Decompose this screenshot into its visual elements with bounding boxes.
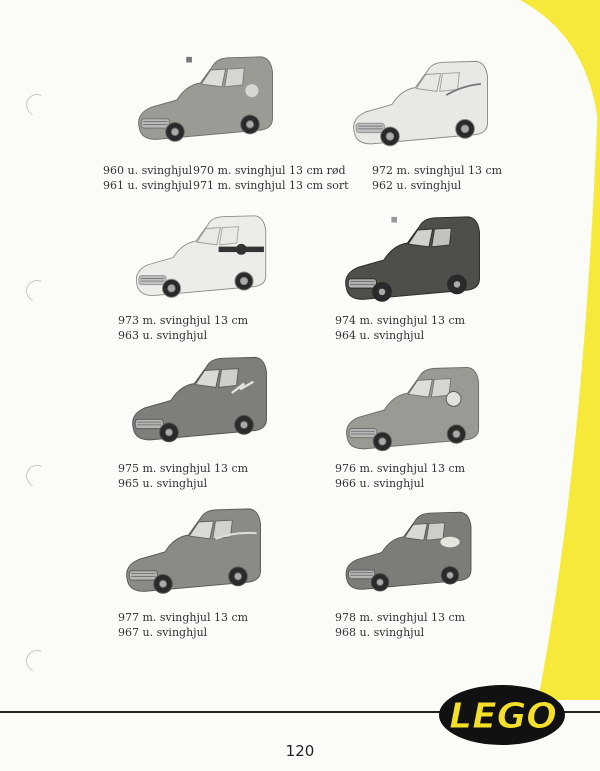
caption-line: 963 u. svinghjul — [118, 329, 208, 342]
yellow-side-decoration — [538, 60, 600, 700]
caption-line: 970 m. svinghjul 13 cm rød — [193, 164, 346, 177]
yellow-corner-decoration — [520, 0, 600, 140]
caption-right-row3: 976 m. svinghjul 13 cm 966 u. svinghjul — [335, 461, 465, 491]
caption-line: 965 u. svinghjul — [118, 477, 208, 490]
caption-line: 968 u. svinghjul — [335, 626, 425, 639]
esso-van-image — [345, 511, 472, 592]
caption-line: 966 u. svinghjul — [335, 477, 425, 490]
page-number: 120 — [285, 742, 315, 760]
caption-line: 964 u. svinghjul — [335, 329, 425, 342]
caption-line: 974 m. svinghjul 13 cm — [335, 314, 466, 327]
caption-left-row1: 960 u. svinghjul 961 u. svinghjul — [103, 163, 192, 193]
caption-line: 961 u. svinghjul — [103, 179, 193, 192]
caption-line: 962 u. svinghjul — [372, 179, 462, 192]
binder-hole — [22, 646, 52, 676]
ambulance-van-dark-image — [345, 216, 480, 302]
footer-rule — [0, 711, 600, 713]
binder-hole — [22, 461, 52, 491]
binder-hole — [22, 276, 52, 306]
caption-left-row4: 977 m. svinghjul 13 cm 967 u. svinghjul — [118, 610, 248, 640]
caption-right-row1: 972 m. svinghjul 13 cm 962 u. svinghjul — [372, 163, 502, 193]
caption-line: 975 m. svinghjul 13 cm — [118, 462, 249, 475]
caption-line: 976 m. svinghjul 13 cm — [335, 462, 466, 475]
lego-logo-text: LEGO — [449, 696, 557, 737]
lego-logo: LEGO — [439, 685, 565, 745]
caption-line: 977 m. svinghjul 13 cm — [118, 611, 249, 624]
caption-left-row3: 975 m. svinghjul 13 cm 965 u. svinghjul — [118, 461, 248, 491]
lightning-van-image — [132, 356, 267, 443]
ambulance-van-white-image — [135, 215, 267, 298]
logo-delivery-van-image — [346, 366, 480, 452]
caption-line: 972 m. svinghjul 13 cm — [372, 164, 503, 177]
caption-line: 967 u. svinghjul — [118, 626, 208, 639]
caption-right-row4: 978 m. svinghjul 13 cm 968 u. svinghjul — [335, 610, 465, 640]
caption-line: 978 m. svinghjul 13 cm — [335, 611, 466, 624]
caption-left-row2: 973 m. svinghjul 13 cm 963 u. svinghjul — [118, 313, 248, 343]
caption-line: 960 u. svinghjul — [103, 164, 193, 177]
gilbarco-van-image — [126, 508, 261, 594]
caption-line: 973 m. svinghjul 13 cm — [118, 314, 249, 327]
caption-right-row2: 974 m. svinghjul 13 cm 964 u. svinghjul — [335, 313, 465, 343]
caption-left-row1-b: 970 m. svinghjul 13 cm rød 971 m. svingh… — [193, 163, 349, 193]
delivery-van-white-lettered-image — [353, 60, 488, 147]
caption-line: 971 m. svinghjul 13 cm sort — [193, 179, 349, 192]
ambulance-van-light-image — [138, 56, 273, 142]
